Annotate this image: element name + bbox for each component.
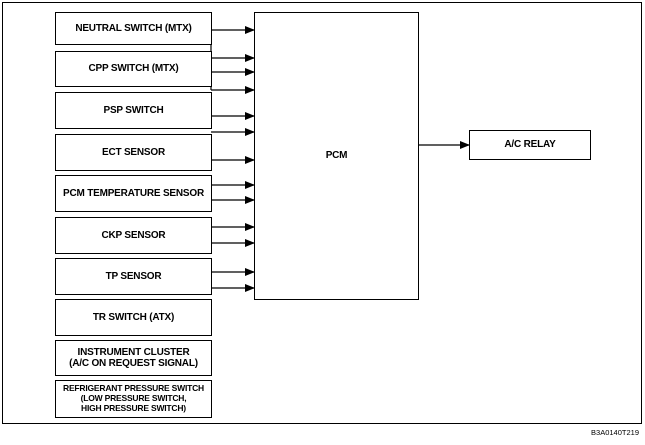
diagram-code: B3A0140T219	[591, 428, 639, 437]
cpp-switch-label: CPP SWITCH (MTX)	[88, 63, 179, 75]
refrigerant-pressure-switch-line1: REFRIGERANT PRESSURE SWITCH	[63, 383, 204, 394]
tr-switch-label: TR SWITCH (ATX)	[92, 311, 175, 323]
ect-sensor-label: ECT SENSOR	[101, 146, 165, 158]
ect-sensor-box: ECT SENSOR	[55, 134, 212, 171]
pcm-temperature-sensor-label: PCM TEMPERATURE SENSOR	[63, 187, 204, 199]
tr-switch-box: TR SWITCH (ATX)	[55, 299, 212, 336]
tp-sensor-label: TP SENSOR	[105, 270, 162, 282]
pcm-temperature-sensor-box: PCM TEMPERATURE SENSOR	[55, 175, 212, 212]
ckp-sensor-box: CKP SENSOR	[55, 217, 212, 254]
psp-switch-box: PSP SWITCH	[55, 92, 212, 129]
instrument-cluster-line1: INSTRUMENT CLUSTER	[77, 346, 190, 358]
psp-switch-label: PSP SWITCH	[103, 104, 164, 116]
ckp-sensor-label: CKP SENSOR	[101, 229, 166, 241]
ac-relay-label: A/C RELAY	[504, 139, 556, 151]
refrigerant-pressure-switch-box: REFRIGERANT PRESSURE SWITCH (LOW PRESSUR…	[55, 380, 212, 418]
instrument-cluster-box: INSTRUMENT CLUSTER (A/C ON REQUEST SIGNA…	[55, 340, 212, 376]
diagram-frame	[2, 2, 642, 424]
neutral-switch-box: NEUTRAL SWITCH (MTX)	[55, 12, 212, 45]
pcm-box: PCM	[254, 12, 419, 300]
neutral-switch-label: NEUTRAL SWITCH (MTX)	[75, 22, 192, 34]
ac-relay-box: A/C RELAY	[469, 130, 591, 160]
tp-sensor-box: TP SENSOR	[55, 258, 212, 295]
pcm-label: PCM	[325, 150, 348, 162]
refrigerant-pressure-switch-line3: HIGH PRESSURE SWITCH)	[81, 402, 186, 413]
instrument-cluster-line2: (A/C ON REQUEST SIGNAL)	[69, 358, 198, 369]
refrigerant-pressure-switch-line2: (LOW PRESSURE SWITCH,	[80, 393, 187, 404]
cpp-switch-box: CPP SWITCH (MTX)	[55, 51, 212, 87]
